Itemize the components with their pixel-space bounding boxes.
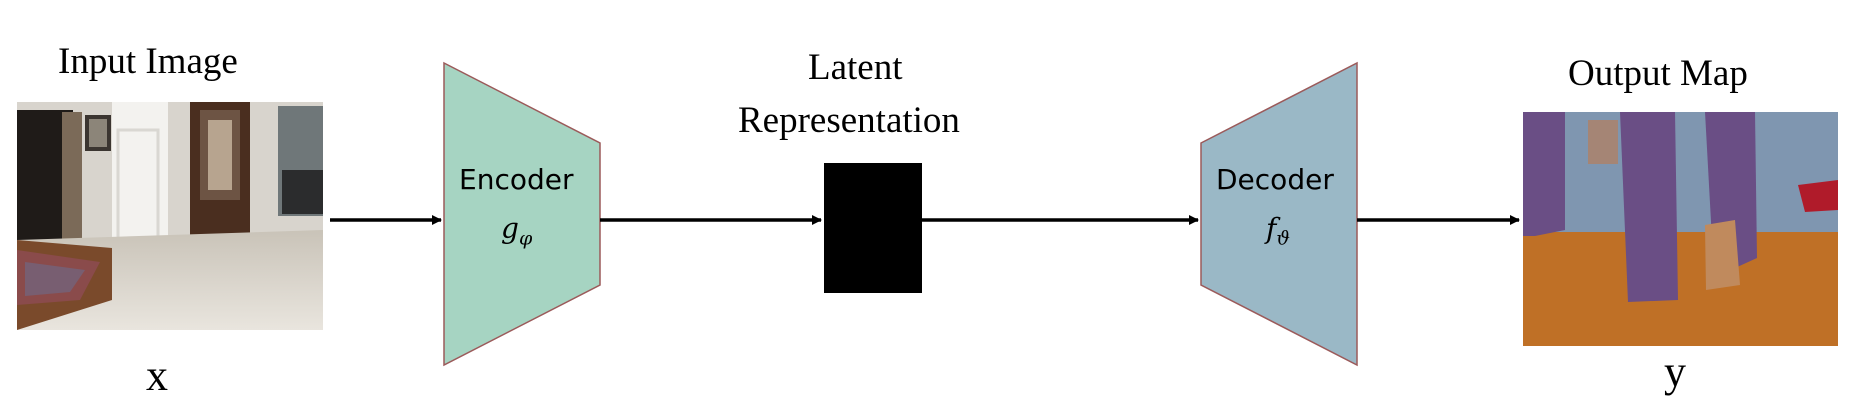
decoder-symbol: fϑ (1266, 212, 1290, 250)
encoder-block (443, 61, 601, 367)
decoder-block (1200, 61, 1358, 367)
input-variable-x: x (146, 351, 168, 400)
encoder-label: Encoder (459, 163, 574, 196)
decoder-symbol-sub: ϑ (1276, 227, 1290, 250)
output-map-title: Output Map (1568, 53, 1748, 94)
output-variable-y: y (1664, 347, 1686, 396)
latent-title-line1: Latent (808, 47, 903, 88)
encoder-symbol: gφ (501, 212, 532, 250)
decoder-label: Decoder (1216, 163, 1334, 196)
encoder-symbol-sub: φ (518, 227, 533, 250)
latent-box (824, 163, 922, 293)
latent-title-line2: Representation (738, 100, 960, 141)
output-map (1523, 112, 1838, 346)
input-image (17, 102, 323, 330)
decoder-symbol-base: f (1266, 212, 1277, 245)
input-image-title: Input Image (58, 41, 238, 82)
encoder-symbol-base: g (501, 212, 519, 245)
